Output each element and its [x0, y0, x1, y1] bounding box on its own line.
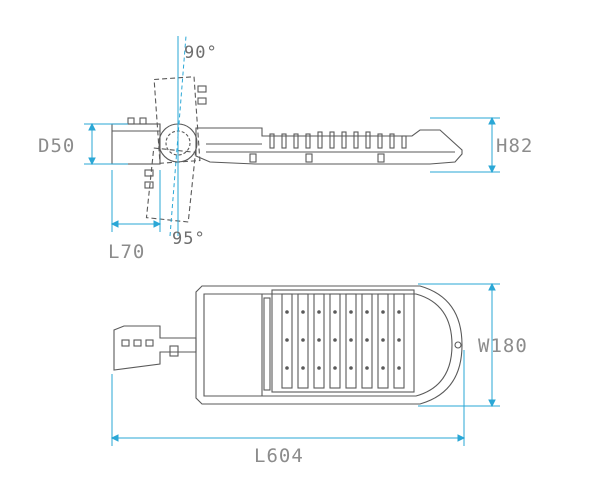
heatsink-fins	[269, 131, 407, 149]
side-housing	[195, 127, 463, 165]
led-chips	[285, 310, 401, 370]
l604-dimension	[110, 350, 466, 446]
side-view	[111, 76, 463, 223]
pole-clamp	[111, 123, 161, 165]
w180-label: W180	[478, 335, 528, 357]
d50-label: D50	[38, 135, 75, 157]
h82-dimension	[430, 116, 500, 174]
l604-label: L604	[254, 445, 304, 467]
angle-95-label: 95°	[172, 229, 206, 249]
bracket-bolts	[127, 85, 207, 189]
plan-view	[113, 285, 463, 405]
angle-reference-lines	[169, 35, 187, 237]
h82-label: H82	[496, 135, 533, 157]
plan-mount-arm	[113, 325, 197, 371]
side-lens-bumps	[249, 153, 385, 163]
l70-dimension	[110, 170, 162, 232]
d50-dimension	[84, 122, 128, 166]
l70-label: L70	[108, 241, 145, 263]
angle-90-label: 90°	[184, 43, 218, 63]
plan-arm-bolts	[121, 339, 179, 357]
w180-dimension	[418, 282, 500, 408]
plan-housing	[195, 285, 463, 405]
led-strips	[281, 293, 405, 389]
